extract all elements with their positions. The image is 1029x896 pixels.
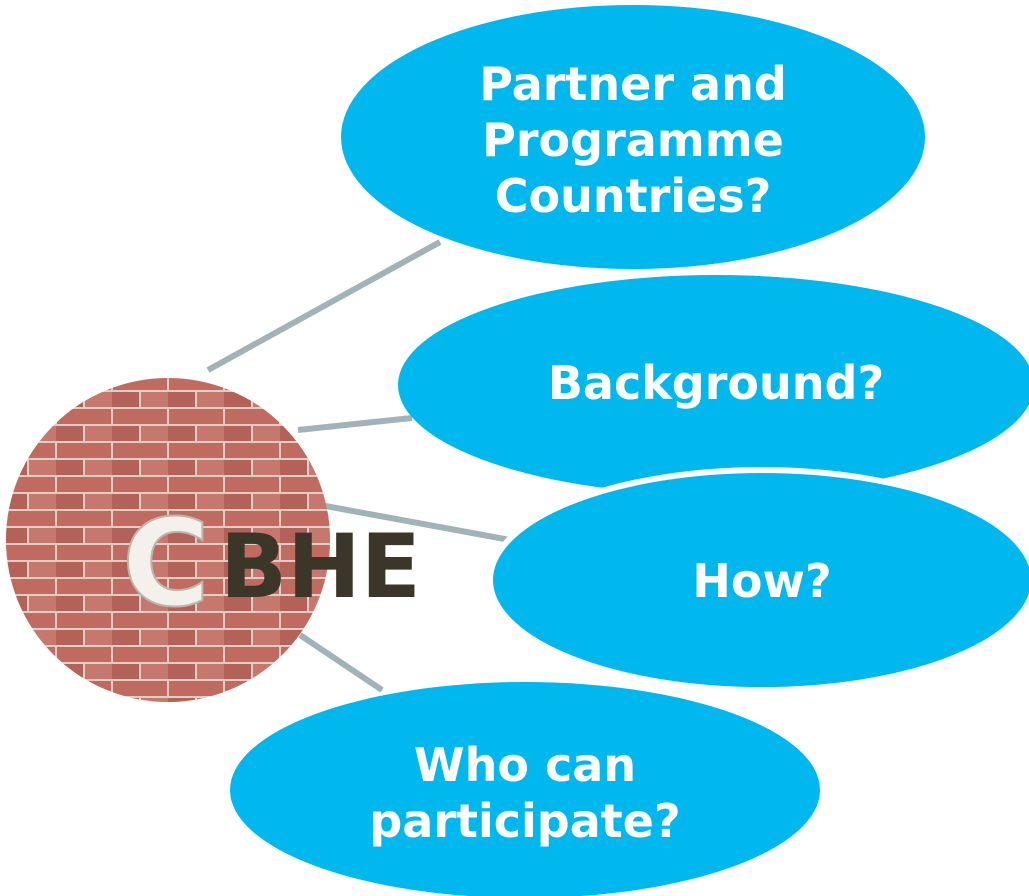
connector-background — [297, 415, 413, 433]
bubble-label-line: Partner and — [479, 57, 787, 111]
bubble-label-line: Who can — [414, 738, 636, 792]
bubble-who-can-participate[interactable]: Who can participate? — [230, 682, 820, 896]
brick-wall-image — [6, 378, 330, 702]
bubble-how[interactable]: How? — [487, 467, 1029, 693]
bubble-label-line: Programme — [482, 113, 784, 167]
connector-how — [319, 502, 511, 543]
hub-node: C BHE — [6, 378, 421, 702]
bubble-label-line: Countries? — [495, 169, 772, 223]
hub-label: BHE — [220, 515, 421, 618]
bubble-label-line: participate? — [369, 794, 680, 848]
bubble-label-line: Background? — [548, 356, 884, 410]
hub-letter: C — [122, 495, 210, 634]
bubble-partner-countries[interactable]: Partner and Programme Countries? — [341, 5, 925, 269]
connector-who — [298, 632, 384, 693]
connector-partner — [206, 239, 442, 373]
bubble-background[interactable]: Background? — [398, 275, 1029, 495]
bubble-label-line: How? — [692, 554, 831, 608]
